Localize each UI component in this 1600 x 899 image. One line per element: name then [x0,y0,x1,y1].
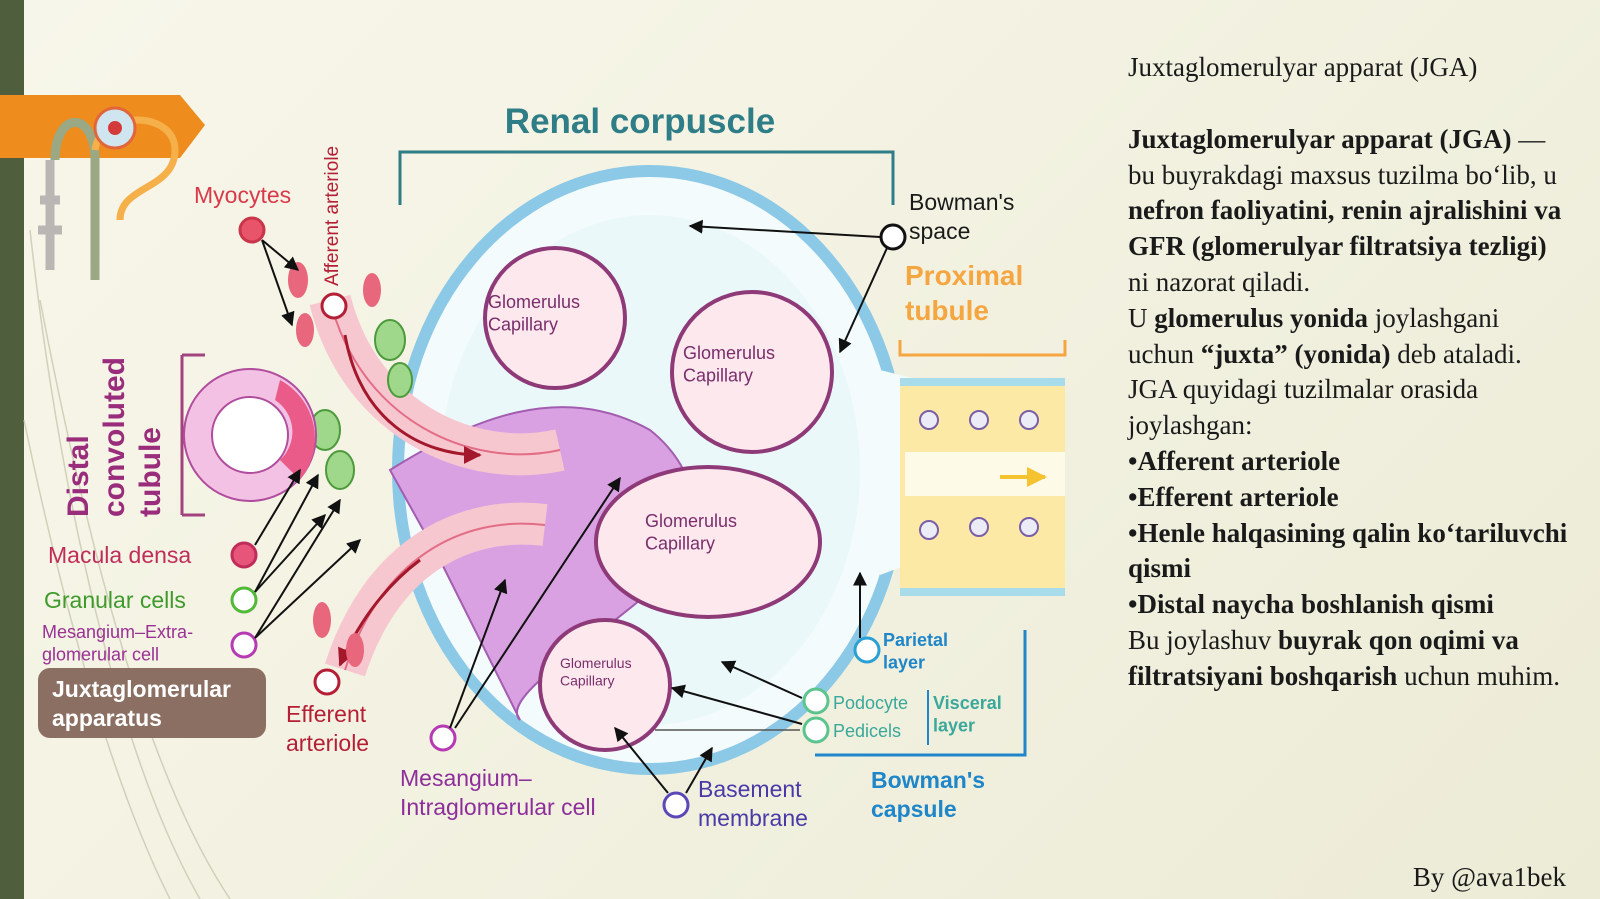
jga-label-box [38,668,266,738]
nephron-icon [0,95,205,280]
paragraph-naming: U glomerulus yonida joylashgani uchun “j… [1128,302,1522,369]
text-panel: Juxtaglomerulyar apparat (JGA) Juxtaglom… [1128,50,1568,695]
leader-arrows [254,219,888,794]
arterioles [288,262,565,677]
proximal-tubule [898,340,1067,596]
bullet-item: •Efferent arteriole [1128,481,1339,512]
paragraph-importance: Bu joylashuv buyrak qon oqimi va filtrat… [1128,624,1561,691]
panel-title: Juxtaglomerulyar apparat (JGA) [1128,52,1478,82]
label-afferent-arteriole: Afferent arteriole [322,146,343,286]
bullet-item: •Afferent arteriole [1128,445,1341,476]
label-intraglomerular: Mesangium–Intraglomerular cell [400,765,596,820]
bullet-item: •Distal naycha boshlanish qismi [1128,589,1494,620]
renal-corpuscle-bracket [398,150,895,205]
distal-tubule [180,353,317,517]
label-macula-densa: Macula densa [48,542,191,568]
granular-cells [309,319,413,490]
paragraph-definition: Juxtaglomerulyar apparat (JGA) — bu buyr… [1128,123,1562,297]
label-granular-cells: Granular cells [44,587,186,613]
label-extraglomerular: Mesangium–Extra-glomerular cell [42,622,193,665]
paragraph-location: JGA quyidagi tuzilmalar orasida joylashg… [1128,374,1479,441]
author-credit: By @ava1bek [1412,862,1566,892]
label-podocyte: Podocyte [833,693,908,713]
label-pedicels: Pedicels [833,721,901,741]
glomerulus-capillaries [483,246,834,752]
bowmans-capsule-bracket [815,630,1027,757]
label-myocytes: Myocytes [194,182,291,208]
label-markers [230,216,907,819]
bullet-item: •Henle halqasining qalin ko‘tariluvchi q… [1128,517,1568,584]
diagram-title: Renal corpuscle [505,102,775,141]
